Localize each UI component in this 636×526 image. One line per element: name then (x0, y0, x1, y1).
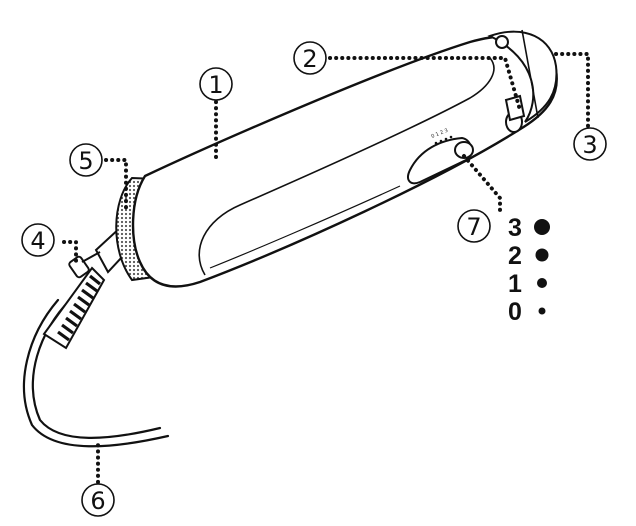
hanging-hole (495, 35, 509, 49)
leader-lines (62, 52, 590, 484)
speed-3-label: 3 (508, 214, 522, 242)
speed-setting-0: 0 (508, 298, 546, 326)
callout-4: 4 (21, 223, 55, 257)
callout-5-label: 5 (78, 147, 93, 175)
dryer-body (131, 29, 558, 288)
callout-6: 6 (81, 483, 115, 517)
dot-tiny-icon (538, 307, 546, 315)
callout-3: 3 (573, 127, 607, 161)
speed-2-label: 2 (508, 242, 522, 270)
cord-strain-relief (42, 266, 106, 350)
speed-setting-2: 2 (508, 242, 549, 270)
callout-7: 7 (457, 209, 491, 243)
callout-1: 1 (199, 67, 233, 101)
dot-large-icon (534, 219, 550, 235)
dot-medium-icon (535, 248, 549, 262)
callout-7-label: 7 (466, 213, 481, 241)
callout-5: 5 (69, 143, 103, 177)
callout-4-label: 4 (30, 227, 45, 255)
power-cord (22, 298, 170, 448)
speed-legend: 3 2 1 0 (508, 214, 550, 326)
dot-small-icon (537, 278, 547, 288)
speed-1-label: 1 (508, 270, 522, 298)
speed-setting-1: 1 (508, 270, 547, 298)
callout-3-label: 3 (582, 131, 597, 159)
callout-6-label: 6 (90, 487, 105, 515)
callout-1-label: 1 (208, 71, 223, 99)
speed-switch: 0 1 2 3 (407, 128, 474, 185)
callout-2: 2 (293, 41, 327, 75)
speed-0-label: 0 (508, 298, 522, 326)
speed-setting-3: 3 (508, 214, 550, 242)
cool-shot-button (504, 94, 526, 133)
callout-2-label: 2 (302, 45, 317, 73)
